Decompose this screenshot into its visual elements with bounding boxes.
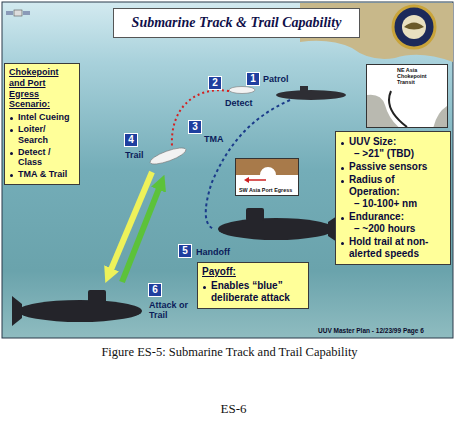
bullet-dot [10,174,13,177]
slide-footer: UUV Master Plan - 12/23/99 Page 6 [318,327,424,334]
step-marker: 1Patrol [246,72,260,86]
callout-number: 2 [209,77,221,89]
bullet-item: Detect / Class [9,147,75,169]
step-label: Attack or Trail [149,300,193,321]
handoff-submarine [218,208,340,244]
map-land [433,105,448,128]
transit-route [389,91,407,127]
step-label: Detect [225,98,253,108]
item-text: Passive sensors [349,161,446,173]
bullet-item: Enables “blue” deliberate attack [202,280,304,304]
bullet-item: Radius of Operation: [340,174,446,198]
sub-item: – >21" (TBD) [340,148,446,160]
bullet-item: UUV Size: [340,136,446,148]
bullet-item: Loiter/ Search [9,124,75,146]
step-label-holder: Patrol [263,74,289,84]
map-label: SW Asia Port Egress [239,187,296,193]
callout-number: 1 [247,73,259,85]
bullet-dot [10,152,13,155]
map-land [236,159,299,175]
map-inset: NE Asia Chokepoint Transit [366,64,448,128]
item-text: Enables “blue” deliberate attack [211,280,304,304]
title-box: Submarine Track & Trail Capability [113,8,360,38]
item-text: Hold trail at non-alerted speeds [349,236,446,260]
step-marker: 5Handoff [178,244,192,258]
bullet-dot [341,242,344,245]
step-label: Trail [125,150,144,160]
bullet-item: TMA & Trail [9,169,75,180]
blue-submarine [12,290,142,326]
page-number: ES-6 [4,401,459,417]
sub-item: – ~200 hours [340,223,446,235]
uuv-detect [229,87,255,94]
step-marker: 6Attack or Trail [148,283,162,297]
step-label-holder: Handoff [196,247,230,257]
heading-text: Chokepoint and Port Egress Scenario: [9,67,75,110]
heading-text: Payoff: [202,266,304,278]
step-label-holder: Detect [225,98,253,108]
item-text: Radius of Operation: [349,174,446,198]
spec-box: UUV Size:– >21" (TBD)Passive sensorsRadi… [335,131,451,265]
payoff-box: Payoff: Enables “blue” deliberate attack [197,262,309,309]
item-text: Intel Cueing [18,112,75,123]
map-land [367,95,401,128]
bullet-dot [10,117,13,120]
item-text: TMA & Trail [18,169,75,180]
bullet-item: Endurance: [340,211,446,223]
step-marker: 2Detect [208,76,222,90]
box-heading: Payoff: [202,266,304,278]
bullet-dot [10,129,13,132]
callout-number: 3 [189,121,201,133]
bullet-dot [341,217,344,220]
step-label: Handoff [196,247,230,257]
item-text: Loiter/ Search [18,124,75,146]
bullet-dot [341,167,344,170]
map-label: NE Asia Chokepoint Transit [397,67,445,86]
patrol-submarine [276,86,346,100]
item-text: UUV Size: [349,136,446,148]
step-marker: 3TMA [188,120,202,134]
scenario-box: Chokepoint and Port Egress Scenario: Inte… [4,63,80,185]
navy-seal [393,6,435,48]
egress-arrowhead [244,177,249,183]
slide-title: Submarine Track & Trail Capability [132,15,342,31]
step-label-holder: Attack or Trail [149,300,193,321]
bullet-dot [341,142,344,145]
bullet-dot [203,286,206,289]
item-text: – ~200 hours [354,223,446,235]
figure-caption: Figure ES-5: Submarine Track and Trail C… [0,345,459,360]
step-marker: 4Trail [124,133,138,147]
callout-number: 4 [125,134,137,146]
cue-arrow [122,186,160,282]
callout-number: 6 [149,284,161,296]
bullet-item: Intel Cueing [9,112,75,123]
step-label-holder: Trail [125,150,144,160]
map-inset: SW Asia Port Egress [235,158,299,196]
uuv-track [172,90,229,146]
item-text: – 10-100+ nm [354,198,446,210]
item-text: Detect / Class [18,147,75,169]
item-text: – >21" (TBD) [354,148,446,160]
bullet-dot [341,180,344,183]
box-heading: Chokepoint and Port Egress Scenario: [9,67,75,110]
step-label-holder: TMA [204,134,224,144]
callout-number: 5 [179,245,191,257]
step-label: TMA [204,134,224,144]
sea-ground [2,2,453,338]
sub-item: – 10-100+ nm [340,198,446,210]
egress-arrow [248,179,266,181]
item-text: Endurance: [349,211,446,223]
satellite [6,10,30,16]
uuv-trail [148,145,187,167]
step-label: Patrol [263,74,289,84]
bullet-item: Hold trail at non-alerted speeds [340,236,446,260]
bullet-item: Passive sensors [340,161,446,173]
